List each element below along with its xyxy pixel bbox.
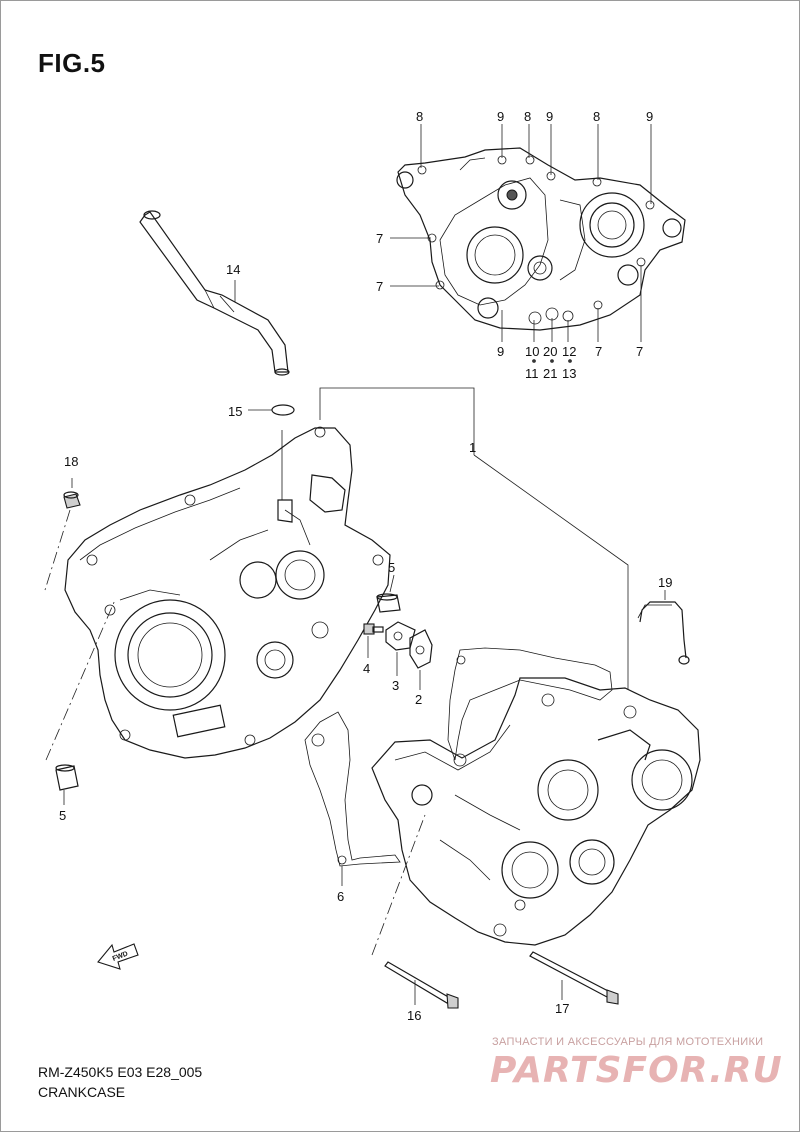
figure-title: FIG.5 [38,48,106,78]
callout-9: 9 [497,344,504,359]
callout-5: 5 [388,560,395,575]
breather-hose [139,210,290,376]
callout-8: 8 [593,109,600,124]
o-ring-plate [385,621,416,651]
callout-1: 1 [469,440,476,455]
callout-21: 21 [543,366,557,381]
callout-9: 9 [646,109,653,124]
breather-pipe [637,601,690,665]
callout-20: 20 [543,344,557,359]
callout-14: 14 [226,262,240,277]
callout-9: 9 [497,109,504,124]
hose-clip [271,404,295,416]
fwd-arrow-icon: FWD [97,943,139,970]
oil-jet-plate [409,629,433,669]
callout-6: 6 [337,889,344,904]
callout-10: 10 [525,344,539,359]
callout-8: 8 [416,109,423,124]
callout-17: 17 [555,1001,569,1016]
leader-lines [44,124,666,1005]
callout-7: 7 [376,231,383,246]
crankcase-plug [63,491,81,509]
callout-19: 19 [658,575,672,590]
left-crankcase-half [64,426,391,759]
callout-labels: 8 9 8 9 8 9 7 7 9 10 20 12 7 7 11 21 13 … [59,109,672,1023]
crankcase-gasket [304,647,613,867]
dowel-pin-lower [55,764,79,791]
callout-7: 7 [595,344,602,359]
callout-12: 12 [562,344,576,359]
callout-11: 11 [525,366,539,381]
callout-7: 7 [376,279,383,294]
dowel-pin-upper [376,593,401,613]
callout-4: 4 [363,661,370,676]
callout-13: 13 [562,366,576,381]
callout-8: 8 [524,109,531,124]
callout-3: 3 [392,678,399,693]
oil-jet-bolt [363,623,384,635]
callout-2: 2 [415,692,422,707]
callout-16: 16 [407,1008,421,1023]
callout-15: 15 [228,404,242,419]
watermark-brand: PARTSFOR.RU [490,1050,783,1091]
crankcase-bolt-short [529,951,619,1005]
crankcase-bolt-long [384,961,459,1009]
right-crankcase-half [371,677,701,946]
figure-caption: CRANKCASE [38,1084,126,1100]
callout-9: 9 [546,109,553,124]
model-code: RM-Z450K5 E03 E28_005 [38,1064,203,1080]
callout-5: 5 [59,808,66,823]
upper-crankcase-inner-view [396,147,686,331]
callout-18: 18 [64,454,78,469]
callout-7: 7 [636,344,643,359]
watermark-tagline: ЗАПЧАСТИ И АКСЕССУАРЫ ДЛЯ МОТОТЕХНИКИ [492,1036,764,1048]
